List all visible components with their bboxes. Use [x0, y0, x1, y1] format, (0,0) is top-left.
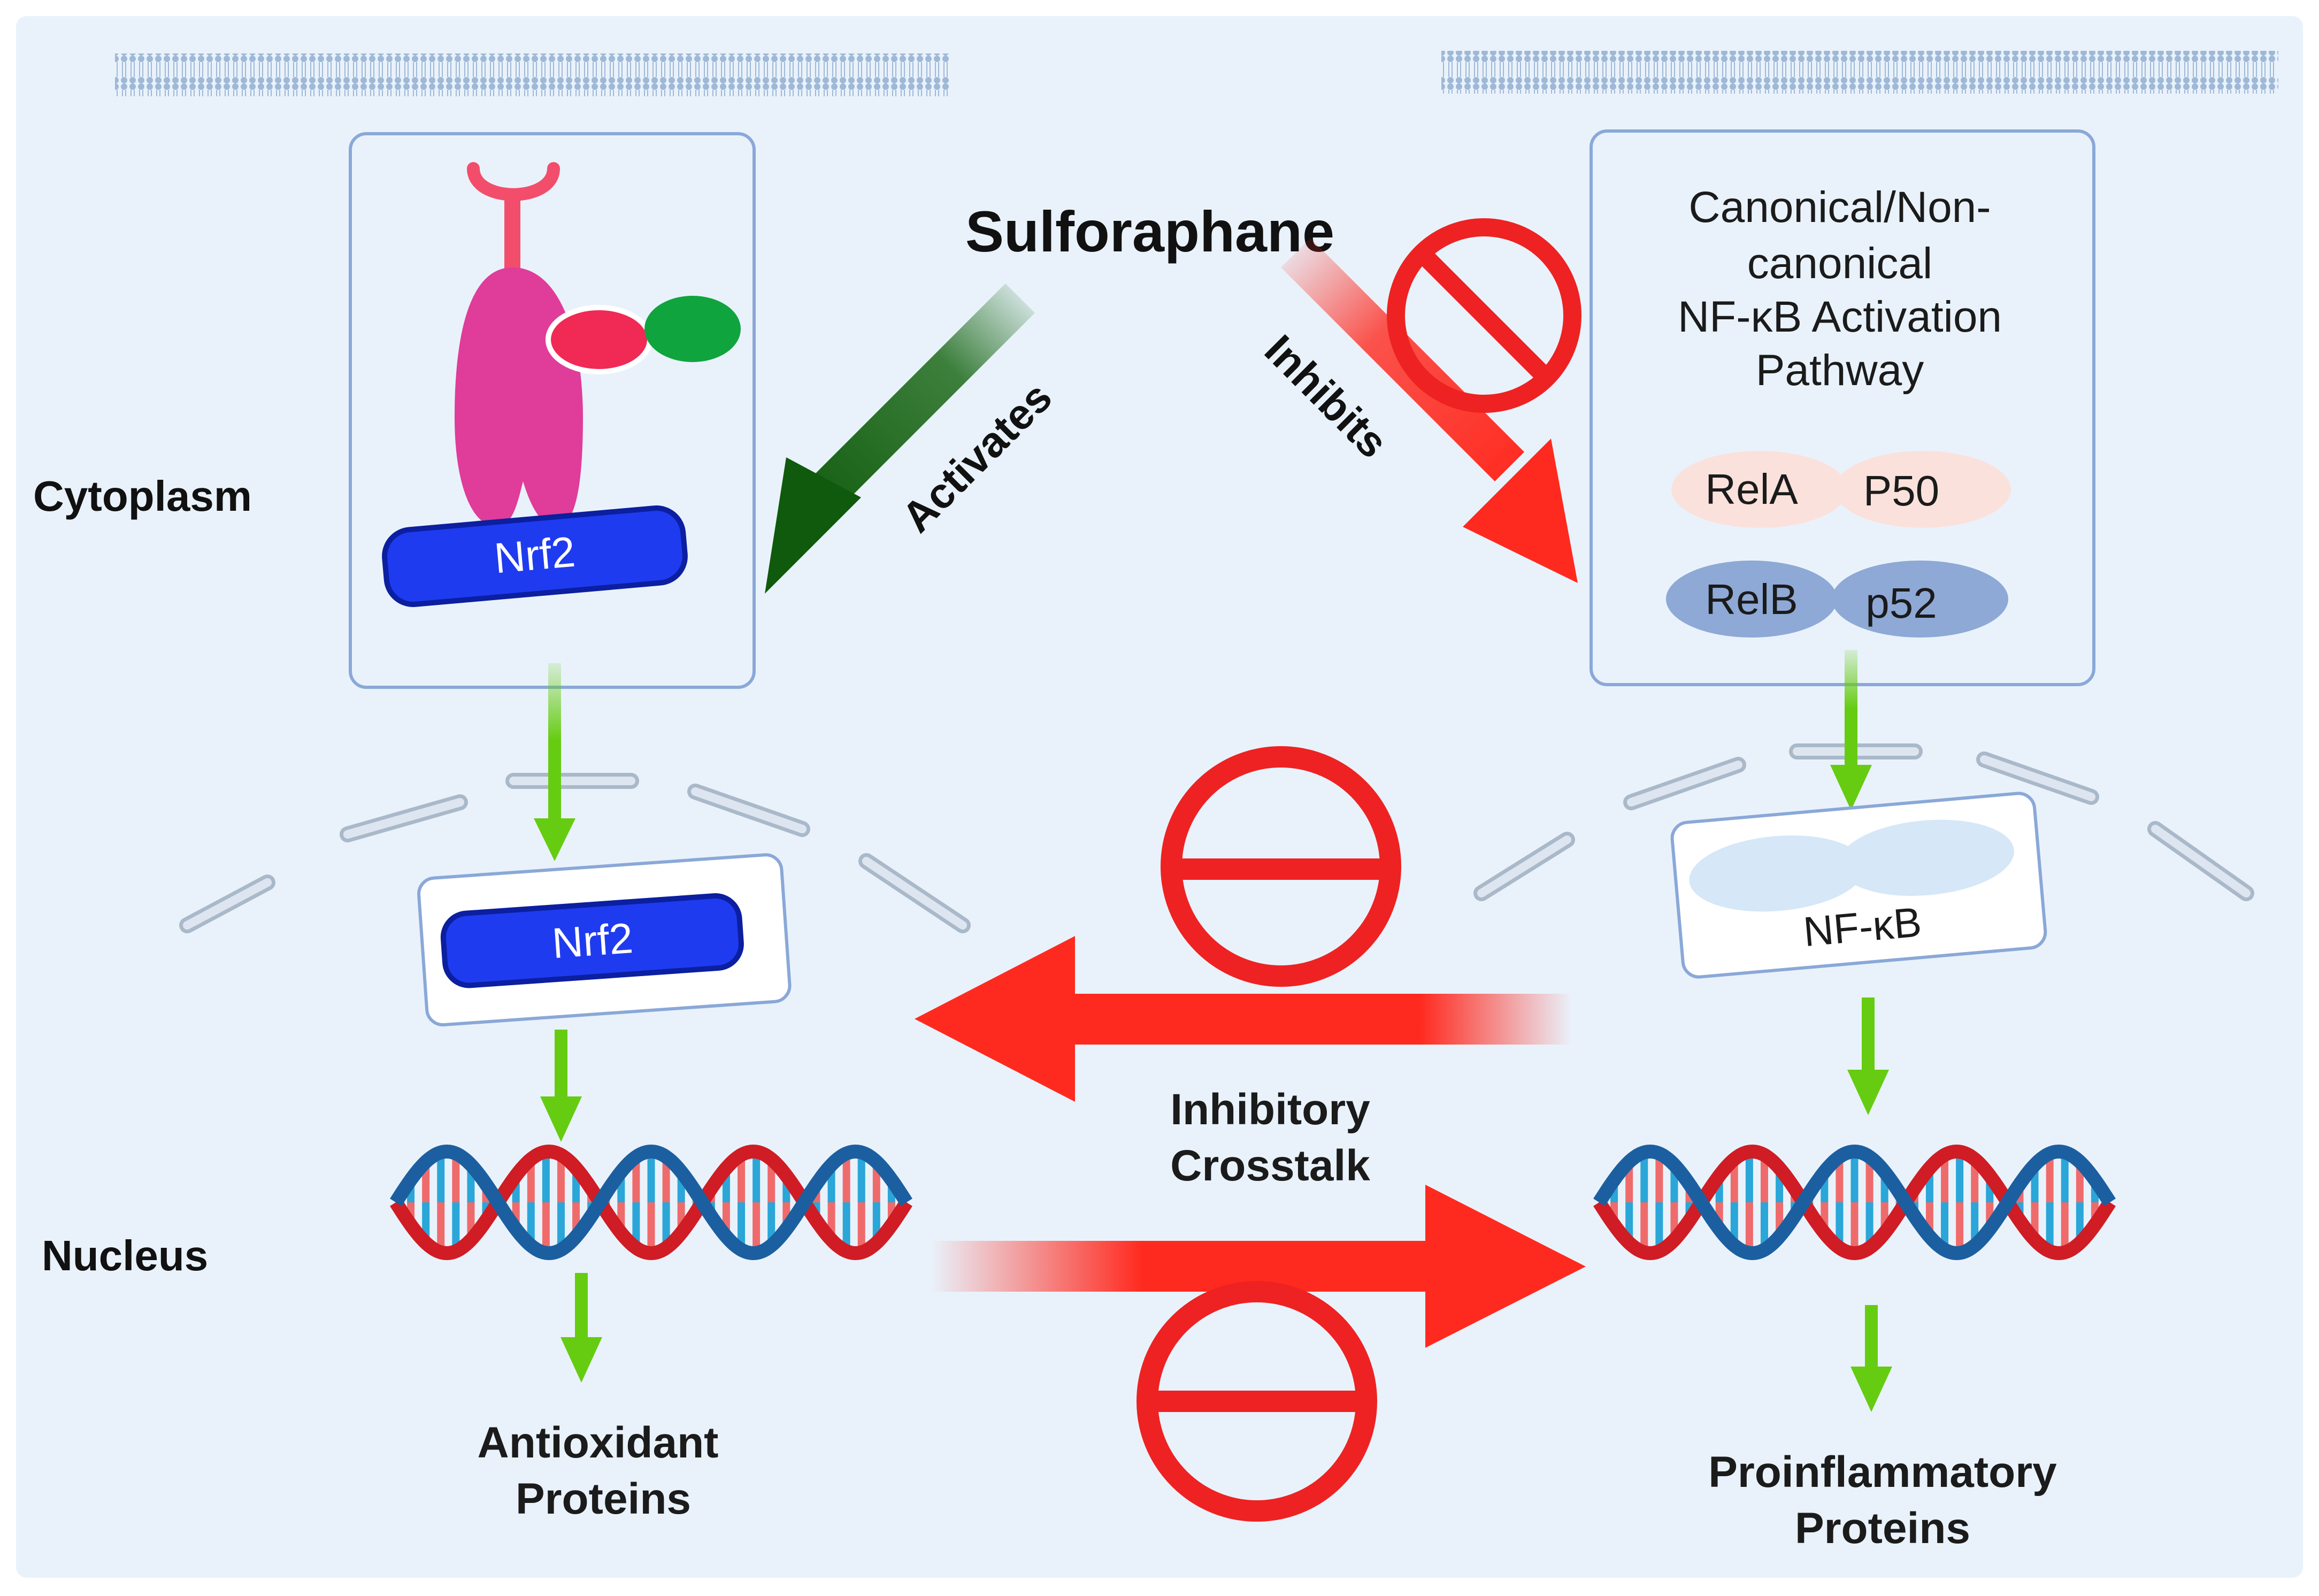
- pathway-title-line1: Canonical/Non-: [1688, 183, 1991, 232]
- prohibition-sign-icon: [1387, 218, 1581, 413]
- crosstalk-label-line1: Inhibitory: [1170, 1085, 1370, 1134]
- pathway-title-line2: canonical: [1747, 239, 1932, 288]
- nrf2-nucleus-label: Nrf2: [550, 914, 634, 967]
- dna-helix-left-icon: [390, 1144, 912, 1261]
- p50-subunit-icon: [1834, 451, 2011, 528]
- pathway-title-line4: Pathway: [1756, 346, 1924, 395]
- cell-membrane-right: [1441, 51, 2278, 94]
- nfkb-pathway-panel: [1589, 129, 2095, 686]
- flow-arrow-left-3: [560, 1273, 602, 1383]
- sulforaphane-label: Sulforaphane: [965, 199, 1334, 264]
- nfkb-nucleus-panel: NF-κB: [1670, 792, 2047, 979]
- nrf2-cytoplasm-label: Nrf2: [493, 528, 577, 582]
- flow-arrow-left-1: [534, 663, 575, 861]
- keap1-complex-icon: [455, 162, 741, 527]
- flow-arrow-right-1: [1830, 650, 1872, 810]
- relb-label: RelB: [1705, 576, 1798, 623]
- rela-subunit-icon: [1671, 451, 1848, 528]
- flow-arrow-left-2: [540, 1030, 582, 1142]
- cell-membrane-left: [115, 53, 949, 96]
- dna-helix-right-icon: [1593, 1144, 2116, 1261]
- p52-label: p52: [1865, 579, 1937, 627]
- nrf2-cytoplasm-pill: Nrf2: [382, 505, 688, 607]
- nrf2-nucleus-panel: Nrf2: [417, 853, 792, 1027]
- p50-label: P50: [1863, 467, 1939, 515]
- rela-label: RelA: [1705, 465, 1798, 513]
- nuclear-envelope: [179, 743, 2254, 933]
- cytoplasm-label: Cytoplasm: [33, 472, 252, 520]
- crosstalk-arrow-left: [915, 936, 1572, 1102]
- nfkb-label: NF-κB: [1801, 898, 1923, 955]
- proinflammatory-label-line1: Proinflammatory: [1708, 1448, 2057, 1497]
- pathway-title-line3: NF-κB Activation: [1678, 293, 2002, 341]
- flow-arrow-right-3: [1850, 1305, 1892, 1412]
- relb-subunit-icon: [1666, 561, 1837, 638]
- block-sign-lower-icon: [1137, 1281, 1377, 1522]
- proinflammatory-label-line2: Proteins: [1795, 1504, 1970, 1553]
- nucleus-label: Nucleus: [42, 1232, 208, 1279]
- antioxidant-label-line2: Proteins: [516, 1475, 691, 1523]
- crosstalk-arrow-right: [931, 1185, 1586, 1348]
- block-sign-upper-icon: [1161, 746, 1401, 987]
- p52-subunit-icon: [1832, 561, 2008, 638]
- antioxidant-label-line1: Antioxidant: [478, 1418, 719, 1467]
- crosstalk-label-line2: Crosstalk: [1170, 1141, 1370, 1190]
- activates-arrow: [765, 283, 1035, 594]
- flow-arrow-right-2: [1847, 998, 1889, 1115]
